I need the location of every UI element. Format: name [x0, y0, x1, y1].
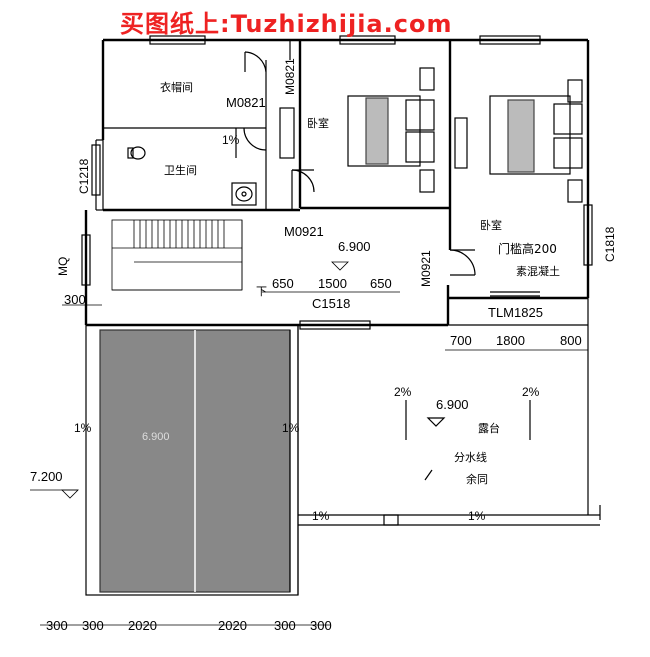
doors [243, 51, 540, 297]
room-label-bedroom-right: 卧室 [480, 219, 502, 232]
dim-bottom-300-4: 300 [310, 618, 332, 633]
interior-walls [95, 40, 293, 211]
slope-label-roof-right: 1% [282, 421, 300, 435]
note-divide-line: 分水线 [454, 451, 487, 464]
watermark-banner: 买图纸上:Tuzhizhijia.com [120, 10, 453, 38]
door-label-tlm1825: TLM1825 [488, 305, 543, 320]
dim-bottom-300-3: 300 [274, 618, 296, 633]
door-label-m0921: M0921 [284, 224, 324, 239]
level-label-eave: 7.200 [30, 469, 63, 484]
note-sill-height: 门槛高200 [498, 242, 557, 256]
terrace [298, 298, 601, 526]
dim-bottom-2020-2: 2020 [218, 618, 247, 633]
dim-left-300: 300 [64, 292, 86, 307]
dim-bottom-300-1: 300 [46, 618, 68, 633]
slope-label-terrace-right: 2% [522, 385, 540, 399]
slope-label-gutter-right: 1% [468, 509, 486, 523]
note-same-elsewhere: 余同 [466, 473, 488, 486]
room-label-bedroom-left: 卧室 [307, 117, 329, 130]
door-label-m0921-vertical: M0921 [419, 250, 433, 287]
dim-stair-1500: 1500 [318, 276, 347, 291]
level-label-hall: 6.900 [338, 239, 371, 254]
dim-door-800: 800 [560, 333, 582, 348]
door-label-m0821-vertical: M0821 [283, 58, 297, 95]
slope-label-terrace-left: 2% [394, 385, 412, 399]
dim-door-1800: 1800 [496, 333, 525, 348]
window-label-c1218: C1218 [77, 158, 91, 194]
dimension-lines [30, 261, 588, 626]
window-label-mq: MQ [56, 256, 70, 276]
slope-label-gutter-left: 1% [312, 509, 330, 523]
room-label-terrace: 露台 [478, 422, 500, 435]
bedroom-furniture [279, 67, 583, 203]
slope-label-bath: 1% [222, 133, 240, 147]
dim-bottom-2020-1: 2020 [128, 618, 157, 633]
room-label-bathroom: 卫生间 [164, 164, 197, 177]
window-label-c1518: C1518 [312, 296, 351, 311]
windows [81, 35, 593, 330]
roof-slope [85, 324, 299, 596]
level-label-roof: 6.900 [142, 431, 170, 443]
room-label-closet: 衣帽间 [160, 81, 193, 94]
door-label-m0821: M0821 [226, 95, 266, 110]
window-label-c1818: C1818 [603, 226, 617, 262]
dim-stair-650-right: 650 [370, 276, 392, 291]
bathroom-fixtures [127, 128, 257, 206]
dim-bottom-300-2: 300 [82, 618, 104, 633]
dim-stair-650-left: 650 [272, 276, 294, 291]
slope-label-roof-left: 1% [74, 421, 92, 435]
level-label-terrace: 6.900 [436, 397, 469, 412]
dim-door-700: 700 [450, 333, 472, 348]
note-down: 下 [256, 285, 267, 298]
note-plain-concrete: 素混凝土 [516, 265, 560, 278]
staircase [111, 219, 243, 291]
